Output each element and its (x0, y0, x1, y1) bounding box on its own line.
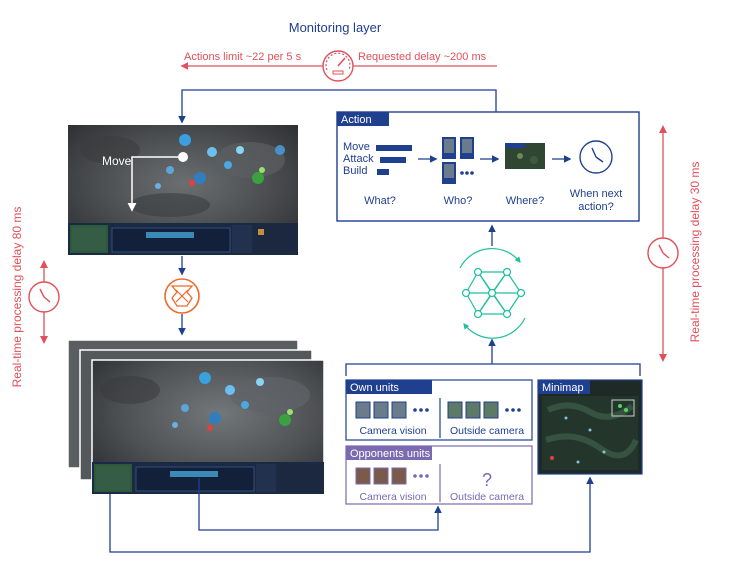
opponents-units-title: Opponents units (350, 448, 431, 460)
clock-icon (647, 237, 679, 269)
action-panel: Action Move Attack Build (336, 111, 640, 222)
game-screen-top: Move (68, 125, 298, 255)
caption-what: What? (364, 195, 396, 207)
right-delay-indicator (647, 125, 679, 362)
actions-limit-label: Actions limit ~22 per 5 s (184, 51, 302, 63)
own-units-outside-label: Outside camera (450, 425, 524, 437)
interface-processor-icon (164, 278, 200, 314)
caption-when-line1: When next (570, 188, 623, 200)
left-delay-label: Real-time processing delay 80 ms (10, 207, 24, 388)
opponents-camera-label: Camera vision (359, 491, 426, 503)
command-build: Build (343, 165, 367, 177)
unit-selection-cards (442, 137, 474, 184)
clock-icon (579, 140, 613, 174)
observation-to-units-connector (198, 478, 442, 531)
caption-when-line2: action? (578, 201, 613, 213)
monitoring-layer-title: Monitoring layer (289, 20, 382, 35)
minimap-panel: Minimap (537, 379, 643, 475)
own-units-camera-label: Camera vision (359, 425, 426, 437)
opponents-unknown-mark: ? (482, 470, 492, 490)
target-location-map (505, 143, 545, 169)
minimap-title: Minimap (542, 382, 584, 394)
command-attack: Attack (343, 153, 374, 165)
clock-icon (28, 281, 60, 313)
requested-delay-label: Requested delay ~200 ms (358, 51, 487, 63)
command-move: Move (343, 141, 370, 153)
caption-who: Who? (444, 195, 473, 207)
action-panel-title: Action (341, 114, 372, 126)
caption-where: Where? (506, 195, 545, 207)
right-delay-label: Real-time processing delay 30 ms (688, 162, 702, 343)
action-to-game-connector (178, 89, 497, 124)
opponents-outside-label: Outside camera (450, 491, 524, 503)
own-units-title: Own units (350, 382, 399, 394)
speedometer-icon (322, 50, 354, 82)
opponents-units-panel: Opponents units ? Camera vision Outside … (345, 445, 533, 505)
own-units-panel: Own units Camera vision Outside camera (345, 379, 533, 441)
neural-network-icon (459, 247, 526, 339)
left-delay-indicator (28, 260, 60, 344)
observation-screen-stack (67, 339, 325, 495)
command-attack-bar (380, 157, 406, 163)
command-build-bar (377, 169, 389, 175)
command-move-bar (376, 145, 412, 151)
move-command-label: Move (102, 154, 132, 168)
features-to-network-connector (345, 363, 641, 376)
observation-to-minimap-connector (109, 476, 594, 553)
